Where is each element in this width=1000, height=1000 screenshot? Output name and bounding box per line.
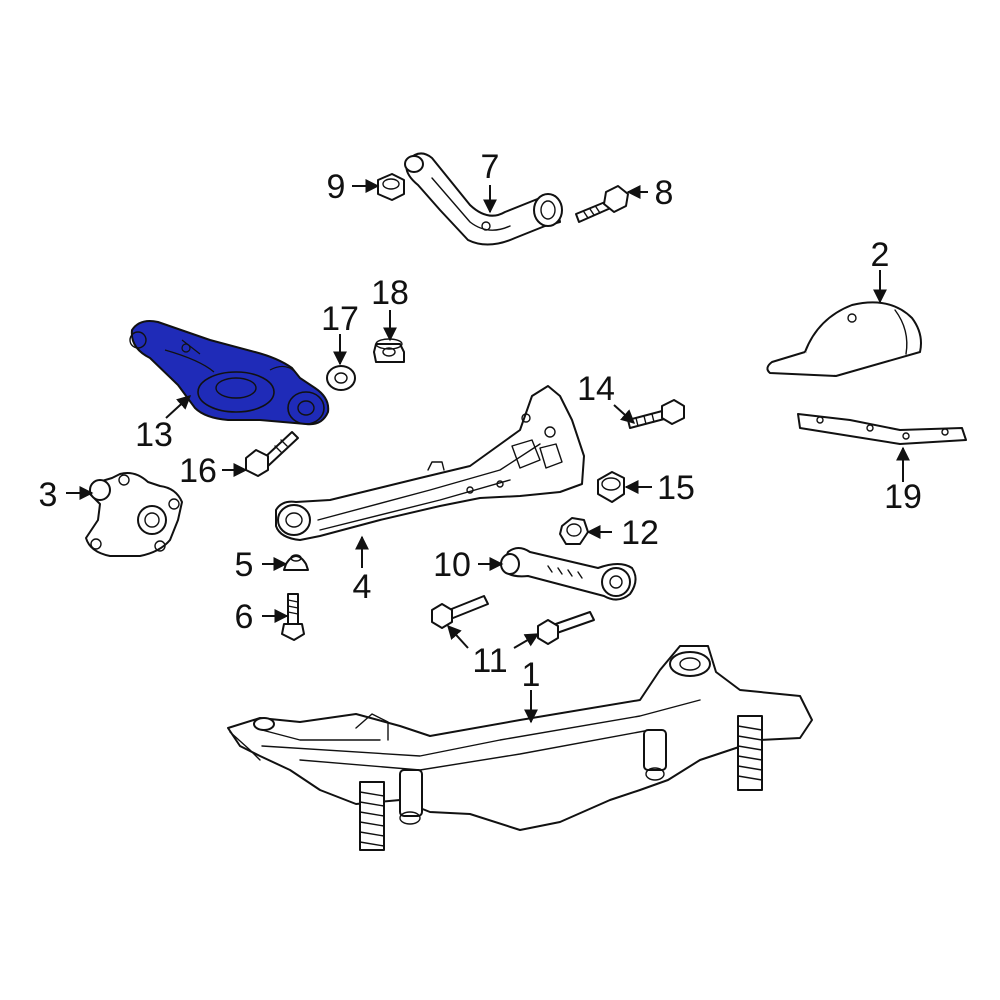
callout-14: 14 — [577, 370, 615, 408]
part-19-bracket[interactable] — [797, 413, 967, 445]
part-4-trailing-arm[interactable] — [275, 385, 585, 541]
callout-9: 9 — [327, 168, 346, 206]
callout-6: 6 — [235, 598, 254, 636]
part-14-bolt[interactable] — [627, 399, 685, 429]
part-7-upper-control-arm[interactable] — [404, 152, 563, 246]
part-16-bolt[interactable] — [245, 431, 299, 477]
callout-11: 11 — [472, 642, 507, 680]
part-1-crossmember[interactable] — [227, 645, 813, 851]
callout-17: 17 — [321, 300, 359, 338]
callout-13: 13 — [135, 416, 173, 454]
part-8-bolt[interactable] — [575, 185, 629, 223]
callout-7: 7 — [481, 148, 500, 186]
callout-leaders — [66, 179, 910, 724]
callout-18: 18 — [371, 274, 409, 312]
callout-8: 8 — [655, 174, 674, 212]
part-15-nut[interactable] — [597, 471, 625, 503]
callout-1: 1 — [522, 656, 541, 694]
part-17-washer[interactable] — [326, 365, 356, 391]
callout-5: 5 — [235, 546, 254, 584]
part-2-heat-shield[interactable] — [766, 301, 922, 377]
part-3-knuckle[interactable] — [85, 472, 183, 557]
callout-16: 16 — [179, 452, 217, 490]
part-10-toe-link[interactable] — [500, 547, 637, 601]
callout-12: 12 — [621, 514, 659, 552]
callout-3: 3 — [39, 476, 58, 514]
part-13-lower-control-arm-highlighted[interactable] — [129, 320, 330, 426]
part-18-bushing[interactable] — [373, 338, 405, 363]
callout-labels: 1 2 3 4 5 6 7 8 9 10 11 12 13 14 15 16 1… — [39, 148, 922, 694]
part-5-cap[interactable] — [283, 554, 309, 571]
callout-19: 19 — [884, 478, 922, 516]
callout-10: 10 — [433, 546, 471, 584]
part-9-nut[interactable] — [377, 173, 405, 201]
part-11-bolts[interactable] — [431, 595, 595, 645]
part-6-bolt[interactable] — [281, 593, 305, 641]
part-12-bushing[interactable] — [559, 517, 589, 545]
callout-4: 4 — [353, 568, 372, 606]
callout-2: 2 — [871, 236, 890, 274]
callout-15: 15 — [657, 469, 695, 507]
